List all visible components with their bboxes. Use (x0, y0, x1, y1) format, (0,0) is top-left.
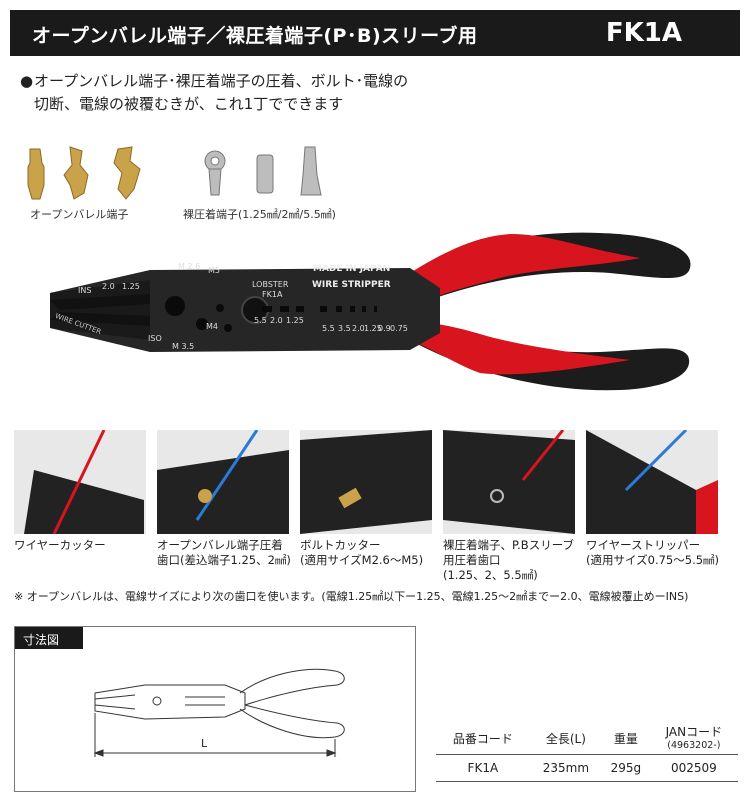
plier-size-2-0: 2.0 (102, 282, 115, 291)
usage-bare-terminal-image (443, 430, 575, 534)
plier-model: FK1A (262, 290, 283, 299)
description-line-1: オープンバレル端子･裸圧着端子の圧着、ボルト･電線の (34, 72, 409, 90)
open-barrel-label: オープンバレル端子 (30, 208, 129, 221)
cell-length: 235mm (529, 754, 603, 782)
plier-a-1-25: 1.25 (286, 316, 304, 325)
table-row: FK1A 235mm 295g 002509 (436, 754, 738, 782)
plier-b-1-25: 1.25 (364, 324, 382, 333)
plier-iso: ISO (148, 334, 162, 343)
plier-b-5-5: 5.5 (322, 324, 335, 333)
header-jan-main: JANコード (665, 725, 723, 739)
header-length: 全長(L) (529, 724, 603, 755)
bare-terminal-label: 裸圧着端子(1.25㎟/2㎟/5.5㎟) (183, 208, 336, 221)
usage-bolt-cutter-image (300, 430, 432, 534)
usage-wire-cutter-image (14, 430, 146, 534)
dimension-title: 寸法図 (15, 627, 83, 649)
plier-main-image (50, 232, 691, 391)
plier-b-0-75: 0.75 (390, 324, 408, 333)
plier-made-in: MADE IN JAPAN (313, 264, 391, 274)
usage-note: ※ オープンバレルは、電線サイズにより次の歯口を使います。(電線1.25㎟以下ー… (14, 590, 689, 603)
header-jan-sub: (4963202-) (667, 740, 721, 751)
cell-code: FK1A (436, 754, 530, 782)
plier-stripper-label: WIRE STRIPPER (312, 280, 391, 290)
plier-m2-6: M 2.6 (178, 262, 201, 271)
page-title: オープンバレル端子／裸圧着端子(P･B)スリーブ用 (32, 25, 478, 47)
header-jan: JANコード (4963202-) (649, 724, 738, 755)
description-line-2: 切断、電線の被覆むきが、これ1丁でできます (34, 95, 344, 113)
dimension-drawing-box: 寸法図 L (14, 626, 416, 792)
header-code: 品番コード (436, 724, 530, 755)
plier-size-1-25: 1.25 (122, 282, 140, 291)
bullet-icon: ● (20, 72, 34, 90)
plier-a-5-5: 5.5 (254, 316, 267, 325)
spec-table: 品番コード 全長(L) 重量 JANコード (4963202-) FK1A 23… (436, 724, 738, 782)
bare-terminals-image (204, 146, 322, 196)
plier-m5: M5 (208, 266, 220, 275)
usage-caption-2: オープンバレル端子圧着 歯口(差込端子1.25、2㎟) (157, 538, 291, 567)
model-number: FK1A (605, 18, 682, 48)
usage-wire-stripper-image (586, 430, 718, 534)
usage-caption-3: ボルトカッター (適用サイズM2.6～M5) (300, 538, 424, 567)
cell-weight: 295g (602, 754, 650, 782)
usage-caption-1: ワイヤーカッター (14, 538, 106, 552)
plier-b-2-0: 2.0 (352, 324, 365, 333)
cell-jan: 002509 (649, 754, 738, 782)
usage-gallery: ワイヤーカッター オープンバレル端子圧着 歯口(差込端子1.25、2㎟) ボルト… (14, 430, 734, 582)
header-weight: 重量 (602, 724, 650, 755)
product-description: ● オープンバレル端子･裸圧着端子の圧着、ボルト･電線の 切断、電線の被覆むきが… (20, 70, 409, 116)
usage-open-barrel-image (157, 430, 289, 534)
plier-b-0-9: 0.9 (378, 324, 391, 333)
plier-m3-5: M 3.5 (172, 342, 195, 351)
dimension-length-label: L (201, 737, 208, 750)
plier-m4: M4 (206, 322, 218, 331)
plier-brand: LOBSTER (252, 280, 289, 289)
plier-a-2-0: 2.0 (270, 316, 283, 325)
plier-b-3-5: 3.5 (338, 324, 351, 333)
spec-table-header: 品番コード 全長(L) 重量 JANコード (4963202-) (436, 724, 738, 755)
open-barrel-terminals-image (27, 146, 141, 200)
plier-ins: INS (78, 286, 92, 295)
usage-caption-5: ワイヤーストリッパー (適用サイズ0.75～5.5㎟) (586, 538, 720, 567)
usage-caption-4: 裸圧着端子、P.Bスリーブ 用圧着歯口 (1.25、2、5.5㎟) (443, 538, 574, 582)
dimension-drawing (93, 668, 345, 757)
title-bar: オープンバレル端子／裸圧着端子(P･B)スリーブ用 FK1A (10, 10, 740, 56)
